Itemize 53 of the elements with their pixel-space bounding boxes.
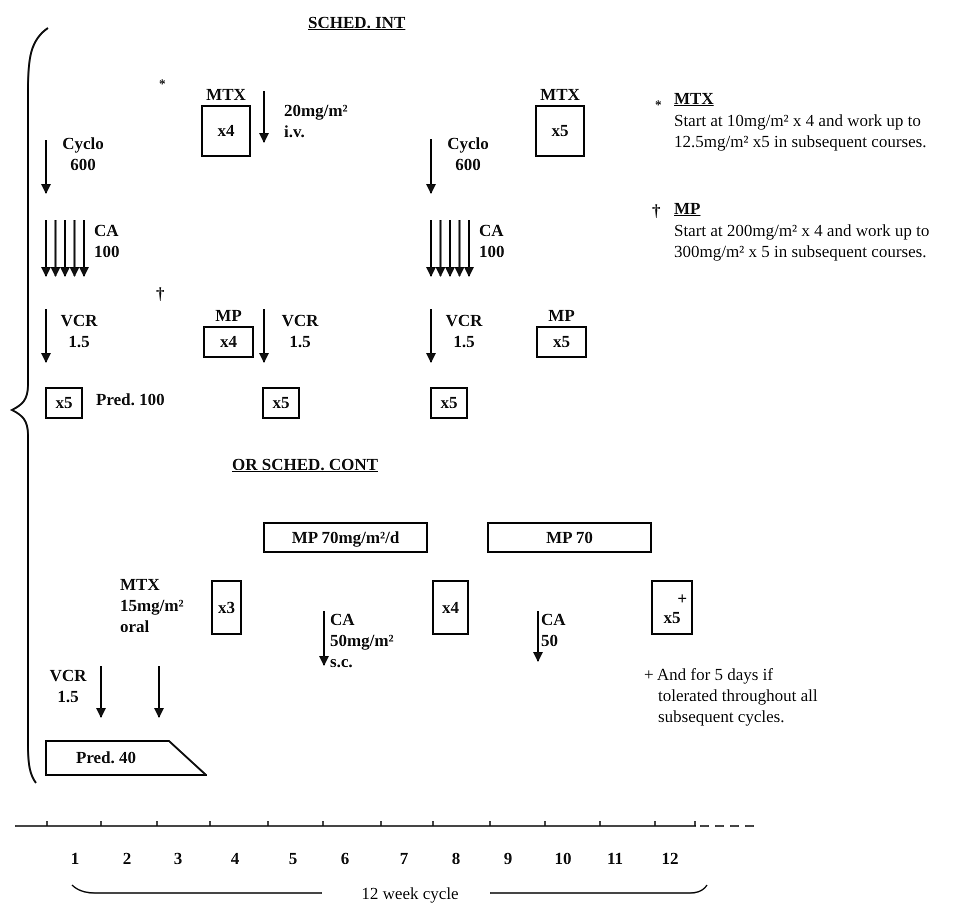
footnote-text: Start at 200mg/m² x 4 and work up to 300mg/m² x 5 in subsequent courses. bbox=[674, 220, 930, 262]
dose-box: x5 bbox=[536, 326, 587, 358]
week-number: 9 bbox=[502, 848, 514, 869]
footnote-text: Start at 10mg/m² x 4 and work up to 12.5mg/m² x5 in subsequent courses. bbox=[674, 110, 928, 152]
footnote-mark: * bbox=[159, 75, 166, 93]
footnote-text: + And for 5 days if tolerated throughout all subsequent cycles. bbox=[644, 664, 818, 727]
drug-name: MP bbox=[547, 305, 576, 326]
week-number: 4 bbox=[230, 848, 240, 869]
dose-label: CA 50 bbox=[541, 609, 566, 651]
dose-box: x3 bbox=[211, 580, 242, 635]
dose-box: x5 bbox=[430, 387, 468, 419]
duration-bar: MP 70mg/m²/d bbox=[263, 522, 428, 553]
drug-name: MTX bbox=[205, 84, 247, 105]
drug-name: MP bbox=[214, 305, 243, 326]
footnote-mark: † bbox=[156, 283, 166, 304]
week-number: 2 bbox=[122, 848, 132, 869]
dose-box: x5 bbox=[535, 105, 585, 157]
dose-label: VCR 1.5 bbox=[48, 665, 88, 707]
week-number: 6 bbox=[340, 848, 350, 869]
dose-box: x4 bbox=[201, 105, 251, 157]
dose-box: x4 bbox=[432, 580, 469, 635]
dose-box: x4 bbox=[203, 326, 254, 358]
footnote-mark: † bbox=[652, 200, 662, 221]
dose-label: CA 100 bbox=[479, 220, 506, 262]
section-heading: OR SCHED. CONT bbox=[232, 454, 379, 475]
week-number: 11 bbox=[606, 848, 624, 869]
week-number: 7 bbox=[398, 848, 410, 869]
footnote-heading: MTX bbox=[674, 88, 715, 109]
section-heading: SCHED. INT bbox=[308, 12, 406, 33]
week-number: 10 bbox=[554, 848, 572, 869]
week-number: 8 bbox=[450, 848, 462, 869]
dose-label: Cyclo 600 bbox=[61, 133, 105, 175]
dose-label: VCR 1.5 bbox=[280, 310, 320, 352]
dose-label: CA 50mg/m² s.c. bbox=[330, 609, 395, 672]
week-number: 5 bbox=[288, 848, 298, 869]
footnote-mark: * bbox=[655, 96, 662, 114]
dose-label: Pred. 100 bbox=[96, 389, 166, 410]
dose-label: Cyclo 600 bbox=[446, 133, 490, 175]
dose-label: CA 100 bbox=[94, 220, 120, 262]
dose-label: VCR 1.5 bbox=[60, 310, 98, 352]
taper-bar: Pred. 40 bbox=[45, 740, 207, 776]
dose-label: 20mg/m² i.v. bbox=[284, 100, 349, 142]
dose-box: + x5 bbox=[651, 580, 693, 635]
dose-box: x5 bbox=[45, 387, 83, 419]
week-number: 12 bbox=[660, 848, 680, 869]
drug-name: MTX bbox=[539, 84, 581, 105]
week-number: 1 bbox=[70, 848, 80, 869]
dose-label: VCR 1.5 bbox=[444, 310, 484, 352]
duration-bar: MP 70 bbox=[487, 522, 652, 553]
dose-box: x5 bbox=[262, 387, 300, 419]
dose-label: MTX 15mg/m² oral bbox=[120, 574, 185, 637]
footnote-heading: MP bbox=[674, 198, 702, 219]
week-number: 3 bbox=[172, 848, 184, 869]
